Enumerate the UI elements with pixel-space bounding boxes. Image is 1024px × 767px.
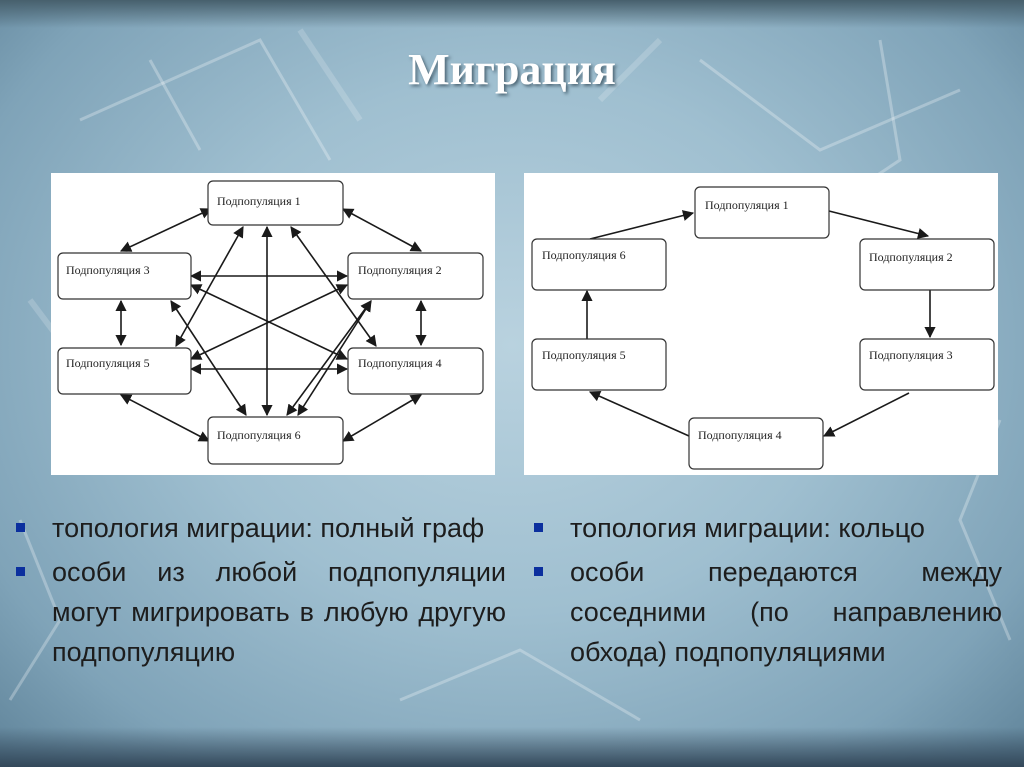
- bullet-text: особи передаются между соседними (по нап…: [570, 557, 1002, 667]
- svg-text:Подпопуляция 2: Подпопуляция 2: [869, 250, 953, 264]
- full-graph-edges: [115, 208, 427, 442]
- bullet-square-icon: [534, 567, 543, 576]
- full-graph-bullets: топология миграции: полный граф особи из…: [16, 508, 506, 676]
- bullet-item: особи из любой подпопуляции могут мигрир…: [16, 552, 506, 672]
- ring-node-2: Подпопуляция 2: [859, 238, 995, 291]
- full-graph-node-6: Подпопуляция 6: [207, 416, 344, 465]
- ring-panel: Подпопуляция 1 Подпопуляция 2 Подпопуляц…: [524, 173, 998, 475]
- svg-text:Подпопуляция 5: Подпопуляция 5: [66, 356, 150, 370]
- full-graph-edge-5-2: [189, 284, 349, 360]
- svg-text:Подпопуляция 4: Подпопуляция 4: [698, 428, 782, 442]
- ring-node-4: Подпопуляция 4: [688, 417, 824, 470]
- ring-diagram: Подпопуляция 1 Подпопуляция 2 Подпопуляц…: [531, 186, 995, 470]
- ring-node-6: Подпопуляция 6: [531, 238, 667, 291]
- full-graph-node-2: Подпопуляция 2: [347, 252, 484, 300]
- svg-text:Подпопуляция 3: Подпопуляция 3: [869, 348, 953, 362]
- ring-node-3: Подпопуляция 3: [859, 338, 995, 391]
- ring-node-1: Подпопуляция 1: [694, 186, 830, 239]
- svg-text:Подпопуляция 1: Подпопуляция 1: [217, 194, 301, 208]
- bullet-text: топология миграции: полный граф: [52, 513, 485, 543]
- full-graph-edge-1-3: [119, 208, 213, 252]
- full-graph-node-1: Подпопуляция 1: [207, 180, 344, 226]
- ring-edge-4-5: [588, 390, 690, 437]
- bullet-item: особи передаются между соседними (по нап…: [534, 552, 1002, 672]
- top-band: [0, 0, 1024, 28]
- ring-edge-1-2: [828, 210, 930, 239]
- svg-text:Подпопуляция 1: Подпопуляция 1: [705, 198, 789, 212]
- slide-title: Миграция: [408, 45, 616, 94]
- full-graph-node-5: Подпопуляция 5: [57, 347, 192, 395]
- ring-edge-6-1: [589, 210, 695, 240]
- svg-text:Подпопуляция 6: Подпопуляция 6: [542, 248, 626, 262]
- ring-bullets: топология миграции: кольцо особи передаю…: [534, 508, 1002, 676]
- bullet-item: топология миграции: кольцо: [534, 508, 1002, 548]
- svg-text:Подпопуляция 3: Подпопуляция 3: [66, 263, 150, 277]
- ring-edge-3-4: [823, 392, 910, 437]
- svg-text:Подпопуляция 4: Подпопуляция 4: [358, 356, 442, 370]
- ring-edges: [581, 210, 936, 437]
- bullet-text: особи из любой подпопуляции могут мигрир…: [52, 557, 506, 667]
- bullet-item: топология миграции: полный граф: [16, 508, 506, 548]
- bullet-square-icon: [534, 523, 543, 532]
- full-graph-edge-5-6: [120, 394, 210, 442]
- svg-text:Подпопуляция 2: Подпопуляция 2: [358, 263, 442, 277]
- bullet-square-icon: [16, 523, 25, 532]
- full-graph-edge-1-2: [342, 208, 422, 252]
- full-graph-diagram: Подпопуляция 1 Подпопуляция 2 Подпопуляц…: [57, 180, 484, 465]
- svg-text:Подпопуляция 6: Подпопуляция 6: [217, 428, 301, 442]
- bottom-band: [0, 727, 1024, 767]
- svg-text:Подпопуляция 5: Подпопуляция 5: [542, 348, 626, 362]
- full-graph-node-4: Подпопуляция 4: [347, 347, 484, 395]
- full-graph-node-3: Подпопуляция 3: [57, 252, 192, 300]
- bullet-text: топология миграции: кольцо: [570, 513, 925, 543]
- bullet-square-icon: [16, 567, 25, 576]
- ring-node-5: Подпопуляция 5: [531, 338, 667, 391]
- full-graph-panel: Подпопуляция 1 Подпопуляция 2 Подпопуляц…: [51, 173, 495, 475]
- full-graph-edge-4-6: [342, 394, 422, 442]
